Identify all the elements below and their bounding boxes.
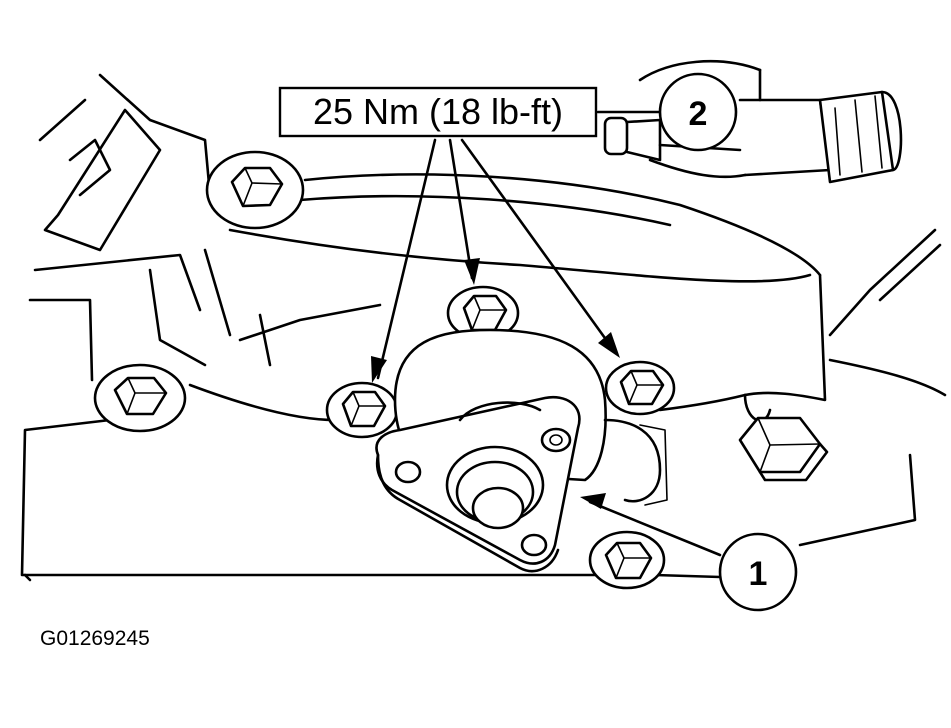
arrowhead-right-bolt [598, 332, 620, 358]
bolt-left [93, 363, 187, 433]
callout-1-label: 1 [749, 555, 768, 593]
callout-1-circle [718, 532, 798, 612]
figure-id: G01269245 [40, 627, 150, 650]
cover-plate [20, 173, 947, 582]
torque-callout-text: 25 Nm (18 lb-ft) [313, 91, 563, 132]
torque-callout: 25 Nm (18 lb-ft) [278, 86, 620, 383]
bolt-upper-left [205, 150, 305, 230]
bolt-right [738, 416, 829, 482]
arrowhead-top-bolt [464, 258, 480, 285]
arrowhead-left-bolt [371, 356, 387, 383]
triangular-flange [375, 395, 581, 573]
sensor-fitting [603, 60, 903, 184]
bolt-left-torque [325, 381, 399, 439]
torque-callout-box [278, 86, 598, 138]
arrowhead-flange [580, 493, 606, 509]
callout-2: 2 [596, 72, 738, 152]
bolt-bottom [588, 530, 666, 590]
housing-bracket [28, 73, 382, 382]
callout-2-label: 2 [689, 95, 708, 133]
callout-2-circle [658, 72, 738, 152]
bolt-right-torque [604, 360, 676, 416]
callout-1: 1 [580, 493, 798, 612]
